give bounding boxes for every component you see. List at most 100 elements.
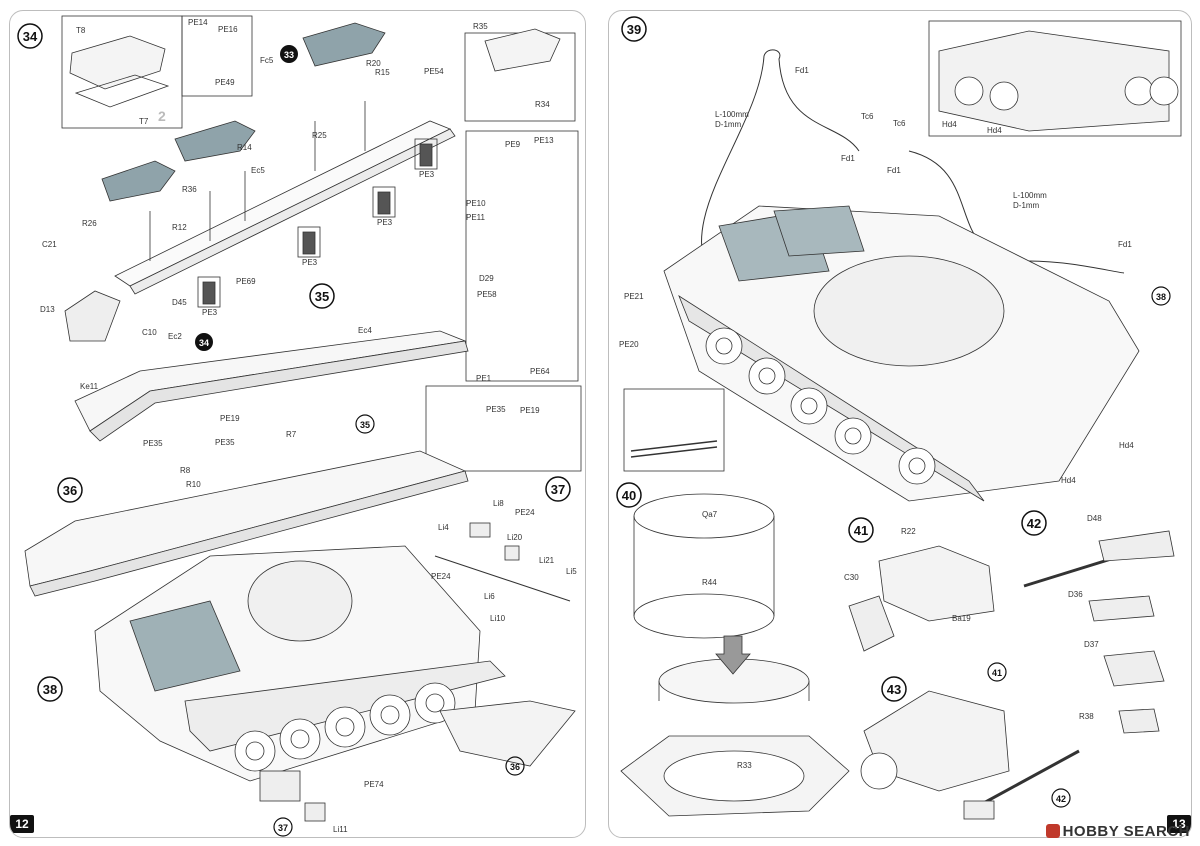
part-label: PE64 [530,367,550,376]
step-number-36: 36 [63,483,77,498]
page-number-right: 13 [1167,815,1191,833]
part-label: PE19 [220,414,240,423]
part-label: Fc5 [260,56,274,65]
part-label: Fd1 [1118,240,1132,249]
step-number-34: 34 [23,29,38,44]
part-label: Fd1 [887,166,901,175]
step-number-35: 35 [315,289,329,304]
step-number-39: 39 [627,22,641,37]
part-label: L-100mm [715,110,749,119]
part-label: D13 [40,305,55,314]
part-label: R26 [82,219,97,228]
step-number-42: 42 [1027,516,1041,531]
part-label: PE49 [215,78,235,87]
part-label: R10 [186,480,201,489]
part-label: PE19 [520,406,540,415]
sub-ref-number: 2 [158,108,166,124]
inset-box-pe35 [425,385,582,472]
part-label: Fd1 [795,66,809,75]
step-ref-34: 34 [199,338,209,348]
part-label: PE35 [486,405,506,414]
part-label: D36 [1068,590,1083,599]
part-label: PE3 [377,218,393,227]
part-label: PE9 [505,140,521,149]
part-label: R14 [237,143,252,152]
part-label: T8 [76,26,86,35]
part-label: Hd4 [1119,441,1134,450]
part-label: PE3 [302,258,318,267]
part-label: Ba19 [952,614,971,623]
part-label: D45 [172,298,187,307]
part-label: R15 [375,68,390,77]
step-ref-35: 35 [360,420,370,430]
part-label: R36 [182,185,197,194]
part-label: C30 [844,573,859,582]
part-label: Li11 [333,825,348,834]
part-label: D48 [1087,514,1102,523]
part-label: Fd1 [841,154,855,163]
left-page: 34 35 36 37 38 33 34 35 36 37 [9,10,586,838]
part-label: R20 [366,59,381,68]
step-ref-42: 42 [1056,794,1066,804]
part-label: PE3 [202,308,218,317]
part-label: PE35 [143,439,163,448]
right-page-drawing: 39 40 41 42 43 38 41 42 Fd1 L-100mm D-1m… [616,16,1182,820]
part-label: PE24 [431,572,451,581]
step-ref-41: 41 [992,668,1002,678]
watermark-logo-icon [1045,824,1060,838]
inset-box-pe14 [181,15,253,97]
part-label: R8 [180,466,191,475]
part-label: R38 [1079,712,1094,721]
part-label: Li5 [566,567,577,576]
part-label: PE14 [188,18,208,27]
part-label: R22 [901,527,916,536]
part-label: PE24 [515,508,535,517]
part-label: PE21 [624,292,644,301]
part-label: PE16 [218,25,238,34]
part-label: PE10 [466,199,486,208]
step-number-41: 41 [854,523,868,538]
part-label: Qa7 [702,510,718,519]
inset-box-pe20 [623,388,725,472]
step-number-37: 37 [551,482,565,497]
part-label: PE69 [236,277,256,286]
page-number-left: 12 [10,815,34,833]
part-label: Li10 [490,614,506,623]
part-label: PE20 [619,340,639,349]
part-label: C21 [42,240,57,249]
watermark: HOBBY SEARCH [1045,823,1190,840]
part-label: D-1mm [715,120,742,129]
part-label: Ec2 [168,332,182,341]
part-label: R7 [286,430,297,439]
part-label: PE35 [215,438,235,447]
step-ref-36: 36 [510,762,520,772]
step-number-43: 43 [887,682,901,697]
part-label: Li6 [484,592,495,601]
part-label: Hd4 [942,120,957,129]
part-label: Tc6 [893,119,906,128]
part-label: PE54 [424,67,444,76]
part-label: C10 [142,328,157,337]
step-number-38: 38 [43,682,57,697]
part-label: R33 [737,761,752,770]
part-label: L-100mm [1013,191,1047,200]
part-label: PE74 [364,780,384,789]
right-page: 39 40 41 42 43 38 41 42 Fd1 L-100mm D-1m… [608,10,1192,838]
part-label: Ec5 [251,166,265,175]
part-label: Li21 [539,556,555,565]
part-label: PE1 [476,374,492,383]
inset-box-track-detail [928,20,1182,137]
part-label: R35 [473,22,488,31]
part-label: Ec4 [358,326,372,335]
part-label: Ke11 [80,382,99,391]
watermark-text: HOBBY SEARCH [1062,823,1190,840]
part-label: D29 [479,274,494,283]
part-label: Hd4 [1061,476,1076,485]
part-label: T7 [139,117,149,126]
step-ref-38: 38 [1156,292,1166,302]
part-label: PE13 [534,136,554,145]
part-label: Li8 [493,499,504,508]
left-page-drawing: 34 35 36 37 38 33 34 35 36 37 [17,15,582,837]
part-label: Li4 [438,523,449,532]
